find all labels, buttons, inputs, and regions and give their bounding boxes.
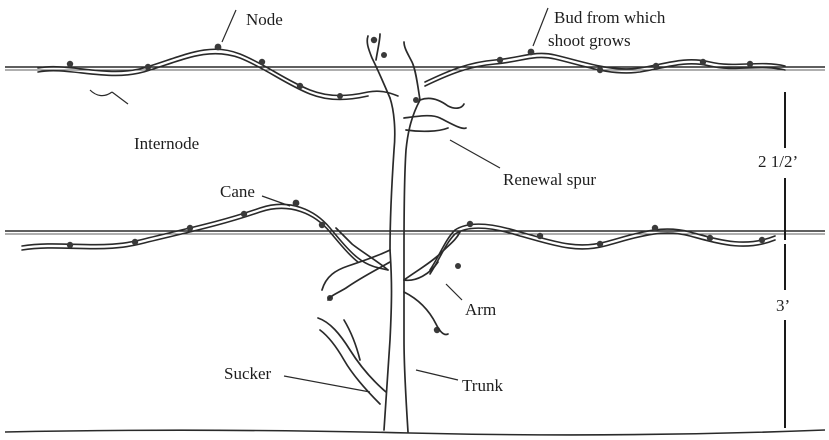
label-sucker: Sucker bbox=[224, 364, 271, 384]
sucker-shoot bbox=[318, 318, 386, 392]
label-bud-line1: Bud from which bbox=[554, 8, 665, 28]
label-bud-line2: shoot grows bbox=[548, 31, 631, 51]
upper-left-cane bbox=[38, 49, 398, 96]
trunk-leader bbox=[416, 370, 458, 380]
label-renewal-spur: Renewal spur bbox=[503, 170, 596, 190]
label-internode: Internode bbox=[134, 134, 199, 154]
label-dimension-upper: 2 1/2’ bbox=[758, 152, 798, 172]
trellis-wires bbox=[5, 67, 825, 435]
internode-leader bbox=[90, 90, 112, 96]
renewal-spur-leader bbox=[450, 140, 500, 168]
label-node: Node bbox=[246, 10, 283, 30]
ground-line bbox=[5, 430, 825, 435]
upper-canes bbox=[38, 49, 785, 99]
bud-leader bbox=[533, 8, 548, 46]
label-trunk: Trunk bbox=[462, 376, 503, 396]
lower-left-cane bbox=[22, 204, 388, 270]
label-arm: Arm bbox=[465, 300, 496, 320]
node-leader bbox=[222, 10, 236, 42]
trunk-right-edge bbox=[404, 100, 420, 432]
buds bbox=[67, 37, 765, 333]
label-cane: Cane bbox=[220, 182, 255, 202]
label-dimension-lower: 3’ bbox=[776, 296, 790, 316]
arm-leader bbox=[446, 284, 462, 300]
